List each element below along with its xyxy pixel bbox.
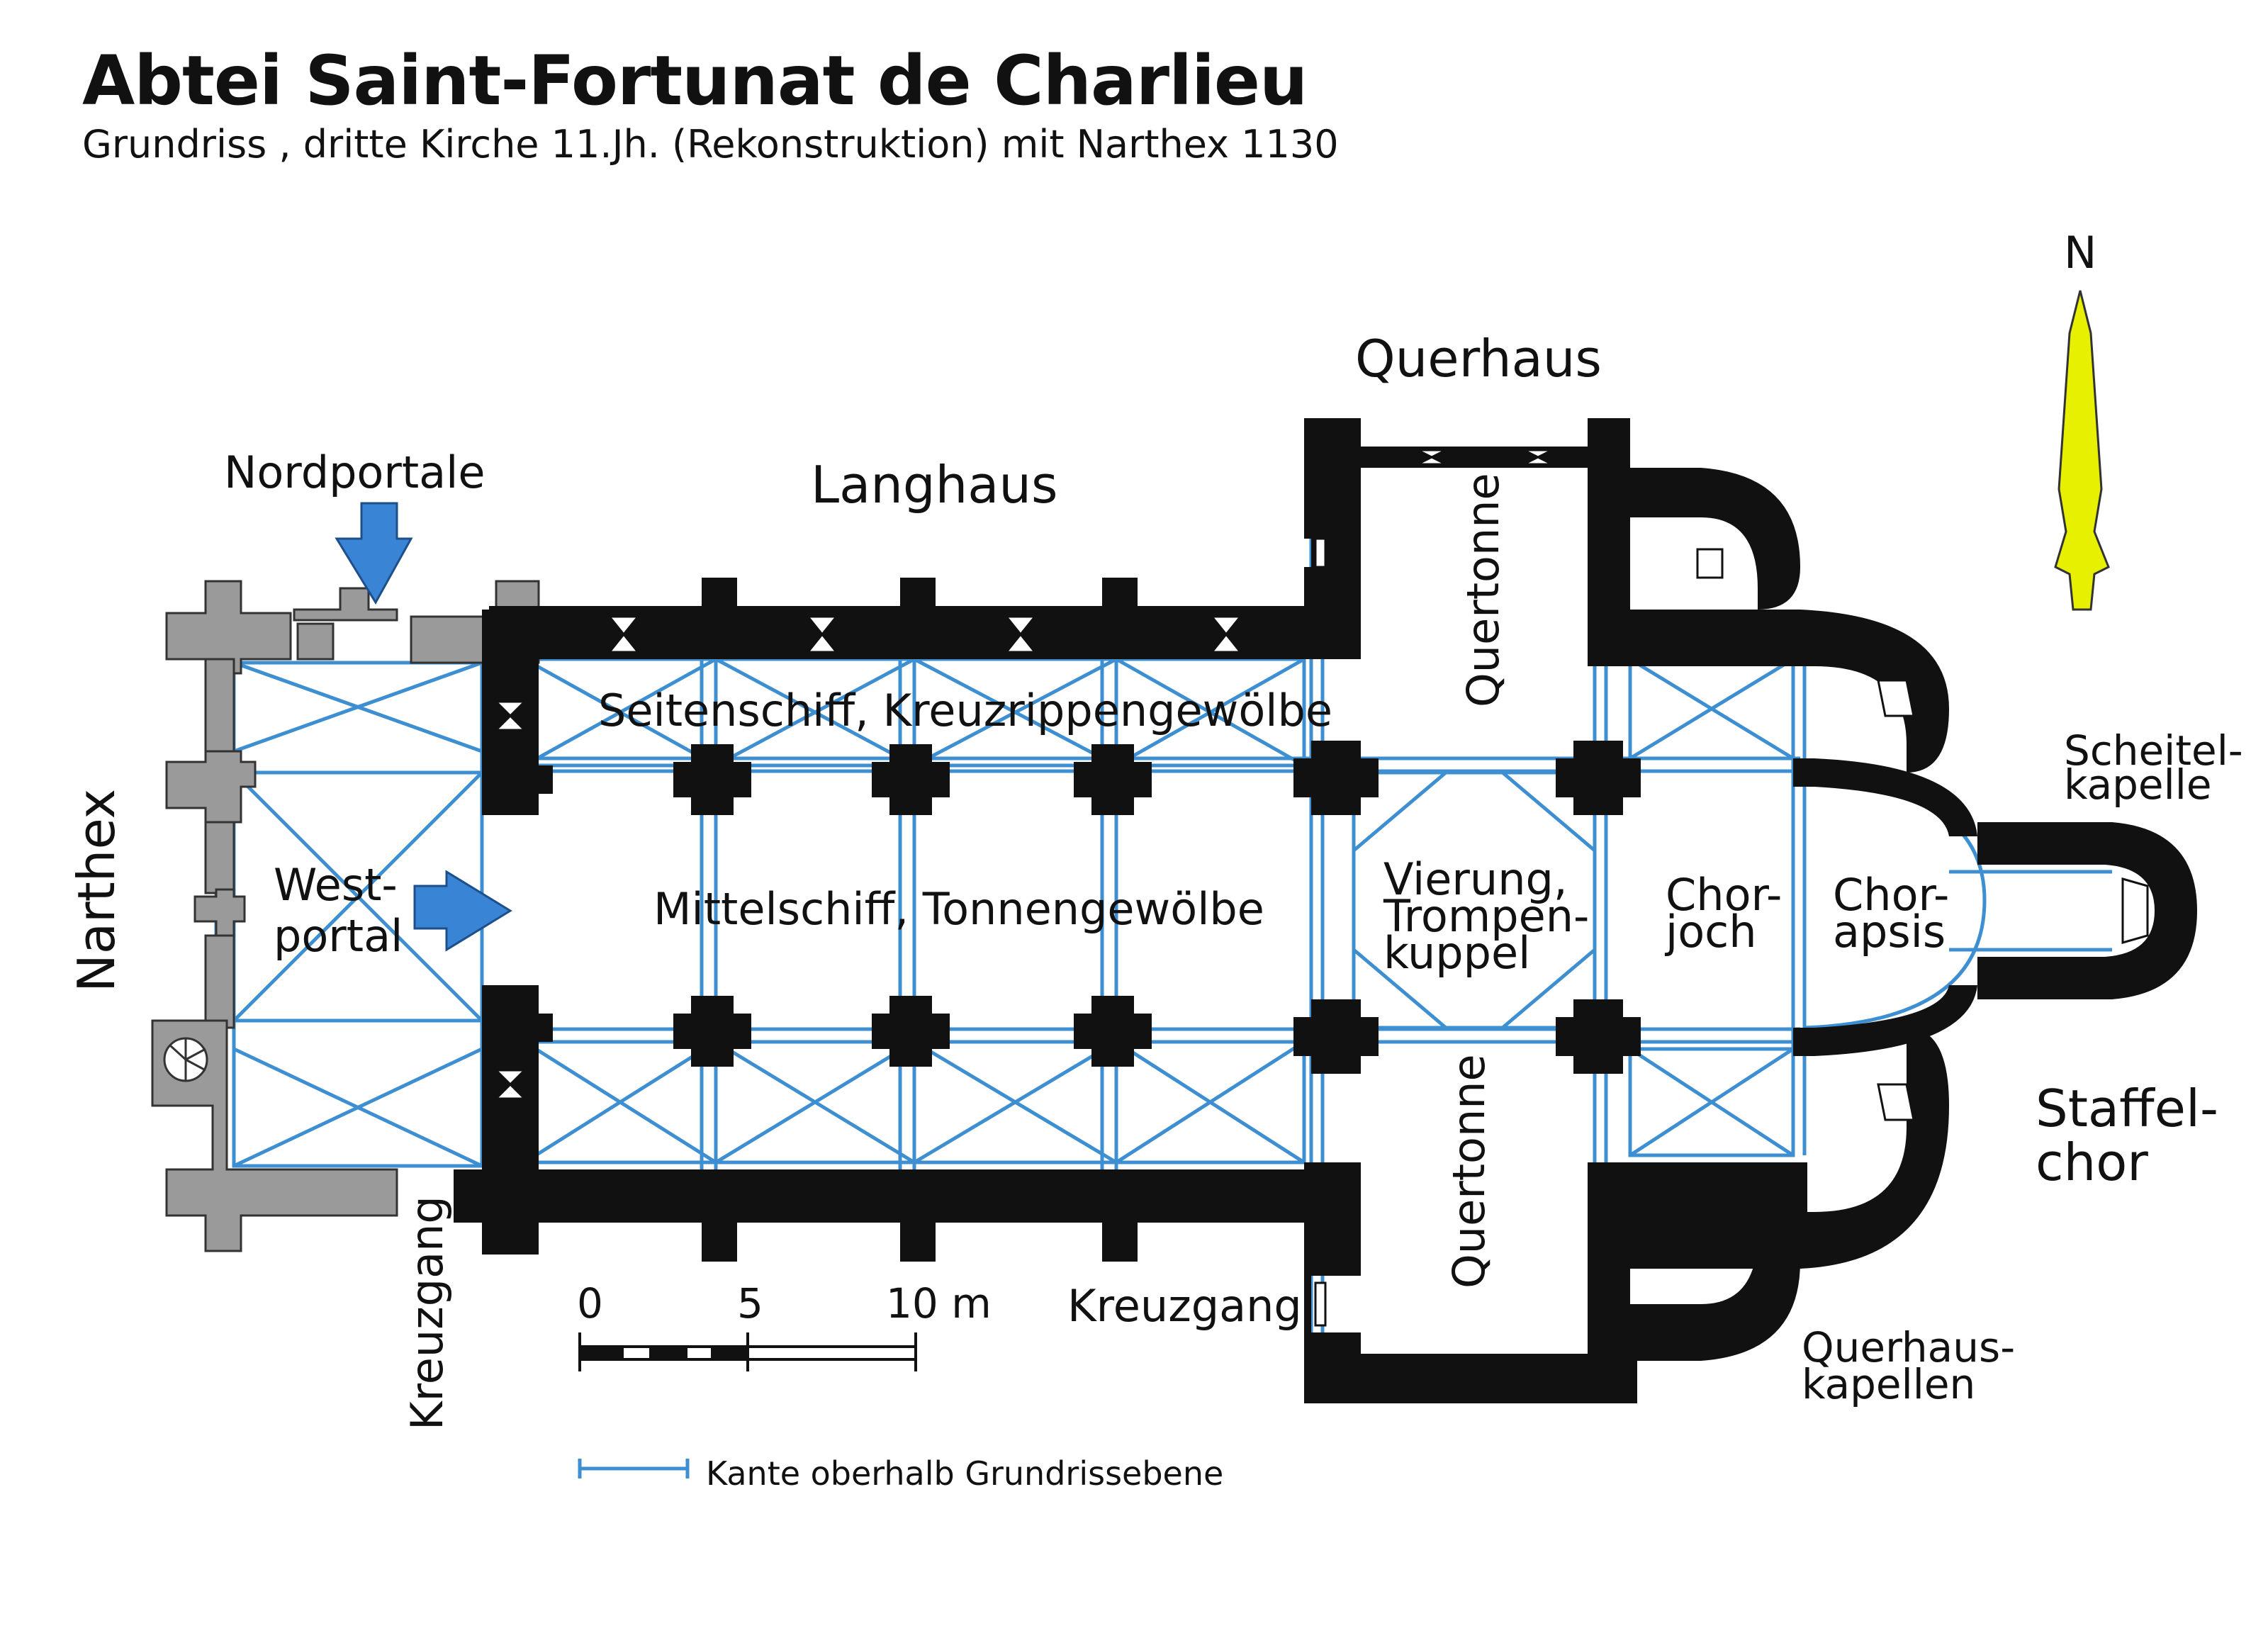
label-scheitelkapelle-2: kapelle: [2064, 761, 2212, 809]
label-kreuzgang-south: Kreuzgang: [1067, 1280, 1302, 1332]
label-chorapsis-1: Chor-: [1833, 869, 1950, 921]
label-mittelschiff: Mittelschiff, Tonnengewölbe: [653, 883, 1264, 935]
label-chorjoch-1: Chor-: [1666, 869, 1783, 921]
legend-line: [578, 1459, 690, 1478]
scale-tick-10: 10 m: [886, 1279, 992, 1328]
westportal-arrow: [413, 870, 512, 952]
scale-tick-5: 5: [737, 1279, 763, 1328]
scale-bar: [578, 1332, 917, 1371]
label-vierung-3: kuppel: [1383, 927, 1531, 979]
label-scheitelkapelle-1: Scheitel-: [2064, 726, 2243, 775]
label-querhauskapellen-1: Querhaus-: [1802, 1323, 2016, 1371]
portal-arrows: [335, 502, 512, 952]
north-arrow: [2054, 290, 2110, 611]
church-walls: [454, 418, 2197, 1403]
page-subtitle: Grundriss , dritte Kirche 11.Jh. (Rekons…: [82, 122, 1339, 167]
page-title: Abtei Saint-Fortunat de Charlieu: [82, 41, 1308, 120]
label-quertonne-south: Quertonne: [1443, 1054, 1495, 1289]
legend-text: Kante oberhalb Grundrissebene: [706, 1454, 1224, 1493]
label-north: N: [2064, 227, 2097, 279]
label-seitenschiff: Seitenschiff, Kreuzrippengewölbe: [598, 685, 1333, 736]
label-nordportale: Nordportale: [224, 447, 485, 498]
nordportal-arrow: [335, 502, 413, 605]
label-narthex: Narthex: [67, 788, 126, 992]
label-querhauskapellen-2: kapellen: [1802, 1360, 1976, 1408]
label-kreuzgang-west: Kreuzgang: [401, 1196, 453, 1430]
label-chorjoch-2: joch: [1666, 906, 1757, 958]
label-chorapsis-2: apsis: [1833, 906, 1946, 958]
label-staffelchor-1: Staffel-: [2036, 1079, 2218, 1138]
label-langhaus: Langhaus: [811, 455, 1058, 515]
label-westportal-2: portal: [274, 910, 403, 962]
wall-openings: [493, 449, 2149, 1327]
label-vierung-1: Vierung,: [1383, 853, 1568, 905]
label-westportal-1: West-: [274, 859, 398, 911]
label-staffelchor-2: chor: [2036, 1133, 2148, 1192]
scale-tick-0: 0: [577, 1279, 603, 1328]
spiral-stair: [163, 1037, 208, 1082]
label-quertonne-north: Quertonne: [1457, 473, 1509, 707]
label-vierung-2: Trompen-: [1383, 890, 1590, 942]
label-querhaus: Querhaus: [1355, 329, 1602, 388]
